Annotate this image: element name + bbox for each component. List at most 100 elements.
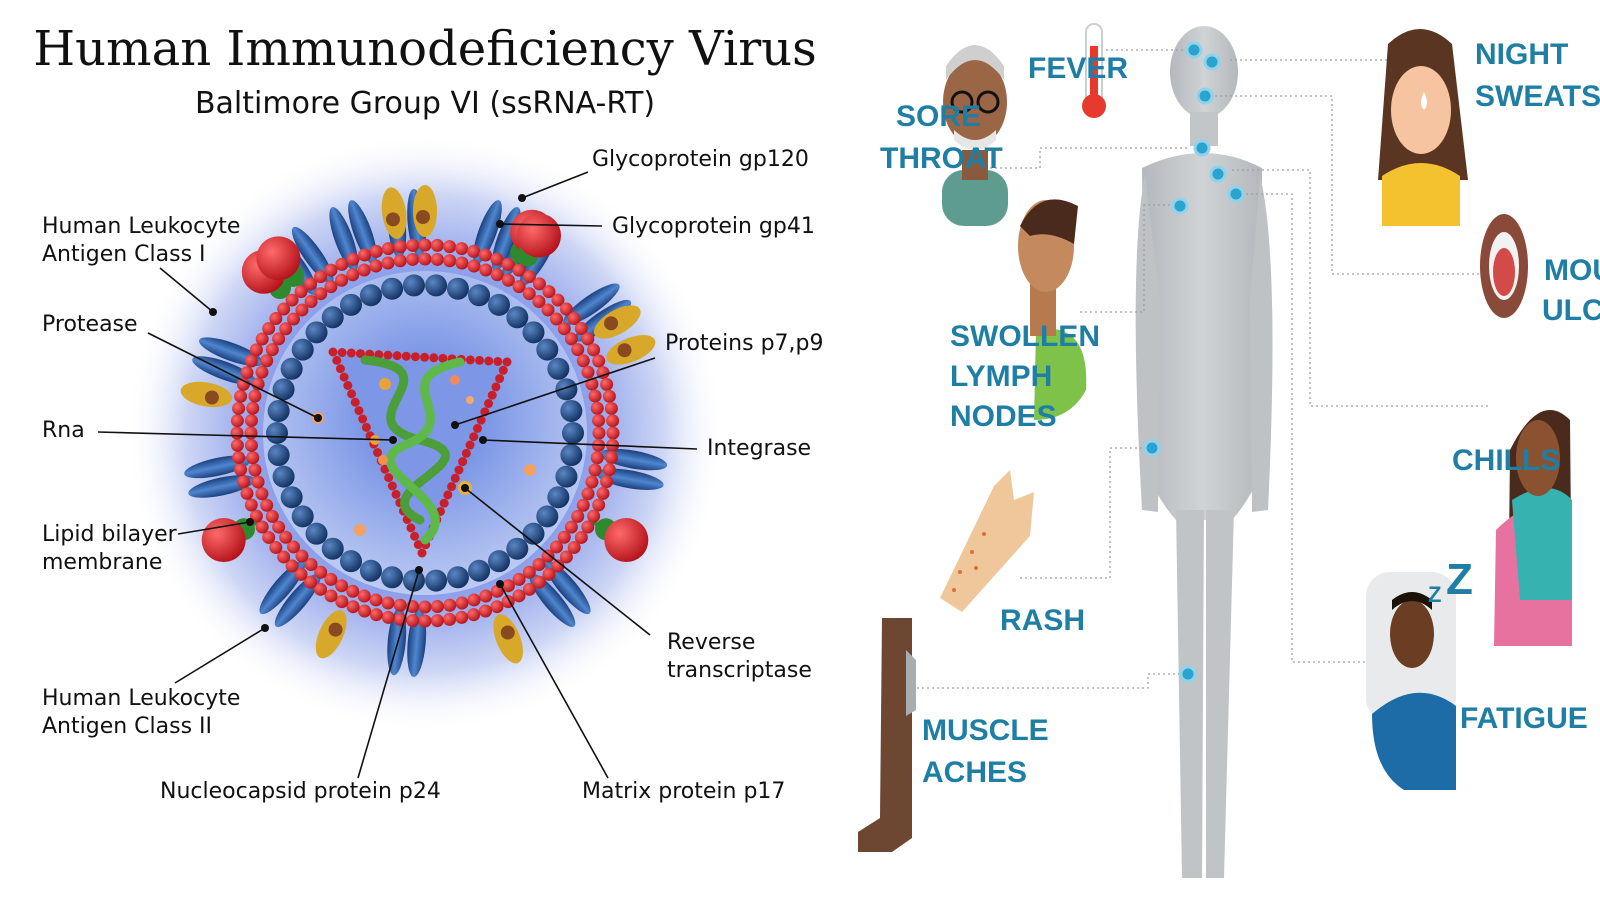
lipid-bead	[232, 451, 246, 465]
lipid-bead	[592, 414, 606, 428]
label-protease: Protease	[42, 312, 138, 337]
leader-dots	[209, 194, 526, 632]
capsid-bead	[458, 457, 468, 467]
capsid-bead	[484, 399, 494, 409]
lipid-bead	[576, 498, 590, 512]
matrix-bead	[488, 293, 510, 316]
hair	[1020, 199, 1078, 244]
lipid-bead	[314, 270, 328, 284]
glasses-left	[950, 90, 974, 114]
young-man-icon	[1018, 199, 1087, 420]
lipid-bead	[587, 509, 601, 523]
lipid-bead	[430, 238, 444, 252]
label-p24: Nucleocapsid protein p24	[160, 779, 441, 804]
lipid-bead	[490, 584, 504, 598]
lipid-bead	[324, 280, 338, 294]
matrix-bead	[272, 465, 295, 488]
lipid-bead	[260, 354, 274, 368]
lipid-bead	[467, 259, 481, 273]
connector-muscle-aches	[912, 673, 1184, 689]
lipid-bead	[564, 332, 578, 346]
rash-spot	[982, 532, 986, 536]
lipid-bead	[369, 259, 383, 273]
lipid-bead	[255, 332, 269, 346]
shirt	[1034, 328, 1087, 420]
capsid-bead	[358, 414, 368, 424]
lipid-bead	[522, 270, 536, 284]
matrix-bead	[402, 569, 425, 592]
capsid-bead	[410, 531, 420, 541]
virus-illustration	[125, 133, 725, 733]
label-rna: Rna	[42, 418, 85, 443]
lipid-bead	[357, 263, 371, 277]
lipid-bead	[501, 273, 515, 287]
label-p17: Matrix protein p17	[582, 779, 785, 804]
lipid-bead	[346, 584, 360, 598]
hla-complex	[593, 305, 641, 339]
lipid-bead	[443, 254, 457, 268]
matrix-bead	[402, 274, 425, 297]
lipid-bead	[277, 302, 291, 316]
rash-spot	[958, 570, 962, 574]
lipid-bead	[542, 567, 556, 581]
enzyme-dot	[379, 378, 391, 390]
rash-spot	[974, 566, 978, 570]
connector-lymph-nodes	[1080, 204, 1178, 313]
matrix-bead	[272, 378, 295, 401]
lymph-node-marker	[1179, 665, 1197, 683]
lipid-bead	[335, 579, 349, 593]
body-torso	[1142, 153, 1262, 520]
lipid-bead	[590, 401, 604, 415]
leader-dot	[209, 308, 217, 316]
sleeping-man-icon	[1366, 572, 1456, 790]
capsid-bead	[450, 473, 460, 483]
symptom-muscle-aches-line2: ACHES	[922, 756, 1027, 789]
leg-icon	[858, 618, 916, 852]
lipid-bead	[574, 322, 588, 336]
matrix-bead	[488, 550, 510, 573]
lipid-bead	[260, 498, 274, 512]
body-right-leg	[1206, 510, 1234, 878]
hla-core	[617, 343, 632, 358]
connector-mouth-ulcers	[1210, 95, 1482, 275]
matrix-bead	[280, 486, 303, 509]
capsid-bead	[373, 448, 382, 457]
leader-dot	[461, 484, 469, 492]
label-hla1-line2: Antigen Class I	[42, 242, 206, 267]
lipid-bead	[272, 332, 286, 346]
capsid-bead	[454, 465, 464, 475]
lymph-node-marker	[1143, 439, 1161, 457]
hla-core	[385, 212, 400, 227]
symptom-fatigue: FATIGUE	[1460, 702, 1588, 735]
lipid-bead	[571, 509, 585, 523]
connector-rash	[1020, 447, 1150, 579]
capsid-bead	[438, 353, 448, 363]
face	[1390, 600, 1434, 668]
matrix-bead	[562, 422, 584, 444]
capsid-bead	[392, 351, 402, 361]
lipid-bead	[532, 575, 546, 589]
lipid-bead	[581, 487, 595, 501]
matrix-bead	[468, 559, 491, 582]
matrix-bead	[381, 277, 404, 300]
lipid-bead	[357, 589, 371, 603]
lipid-bead	[304, 294, 318, 308]
lipid-bead	[588, 389, 602, 403]
lipid-bead	[557, 530, 571, 544]
matrix-bead	[547, 357, 570, 380]
capsid-bead	[461, 448, 471, 458]
lipid-bead	[576, 354, 590, 368]
matrix-bead	[321, 537, 344, 560]
symptom-fever: FEVER	[1028, 52, 1128, 85]
label-rt-line1: Reverse	[667, 630, 755, 655]
enzyme-dot	[450, 375, 460, 385]
sweat-drop	[1421, 92, 1427, 110]
lipid-bead	[587, 343, 601, 357]
lipid-bilayer-ring	[230, 238, 620, 628]
lipid-bead	[600, 377, 614, 391]
top	[1382, 163, 1460, 226]
lymph-node-marker	[1209, 165, 1227, 183]
lipid-bead	[581, 365, 595, 379]
lipid-bead	[550, 312, 564, 326]
hair	[946, 45, 1004, 80]
